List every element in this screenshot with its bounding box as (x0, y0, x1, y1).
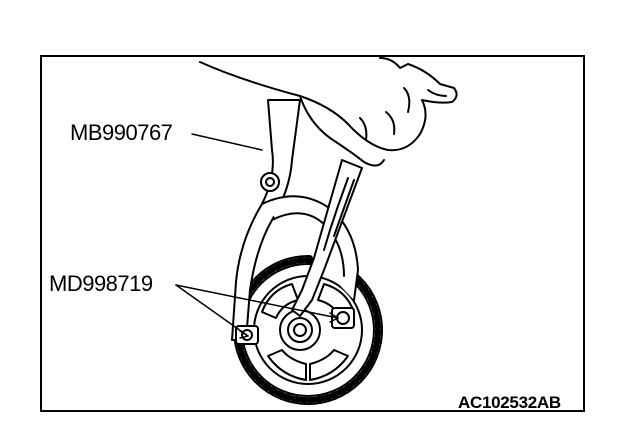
hand (199, 57, 458, 167)
illustration-frame (40, 55, 585, 412)
leader-lines (175, 133, 339, 339)
leader-pin-right (175, 284, 339, 319)
label-wrench-tool: MB990767 (70, 120, 173, 145)
camshaft-sprocket (233, 255, 383, 405)
leader-wrench (191, 133, 263, 151)
figure-code: AC102532AB (458, 393, 561, 412)
label-pin-tool: MD998719 (49, 271, 153, 296)
leader-pin-left (175, 284, 249, 337)
holder-tool (291, 159, 363, 317)
